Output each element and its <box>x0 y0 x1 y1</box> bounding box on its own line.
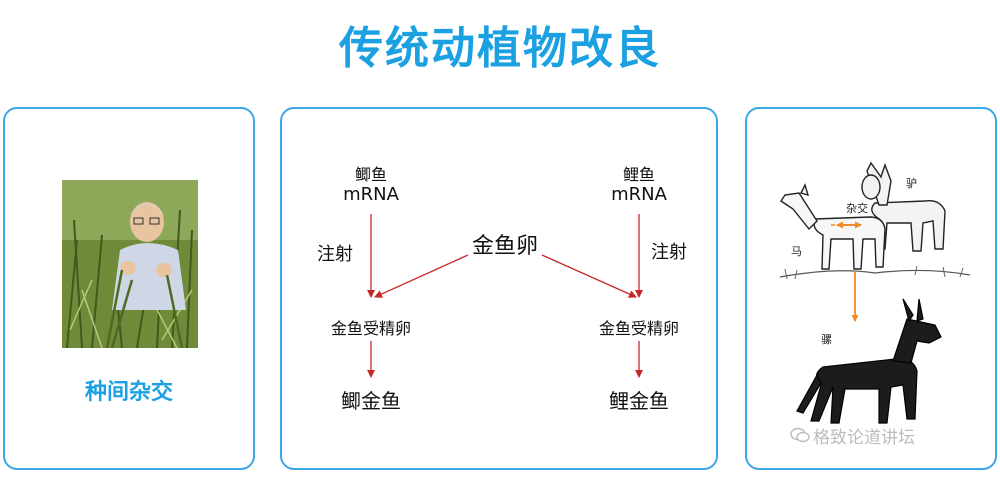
flow-arrows <box>367 214 643 378</box>
watermark-text: 格致论道讲坛 <box>813 428 915 448</box>
panel-interspecific-hybrid: 种间杂交 <box>3 107 255 470</box>
source-carp-mrna: mRNA <box>611 184 667 205</box>
label-mule: 骡 <box>821 333 832 346</box>
result-crucian-goldfish: 鲫金鱼 <box>341 389 401 413</box>
goldfish-egg-label: 金鱼卵 <box>471 234 538 259</box>
arrow-egg-to-left <box>374 254 469 298</box>
panel-horse-donkey-mule: 驴 马 杂交 骡 <box>745 107 997 470</box>
fertilized-egg-right: 金鱼受精卵 <box>598 319 679 338</box>
source-crucian-mrna: mRNA <box>343 184 399 205</box>
watermark: 格致论道讲坛 <box>790 423 915 448</box>
source-crucian-label: 鲫鱼 <box>354 165 387 184</box>
inject-right-label: 注射 <box>651 242 687 263</box>
mule-figure <box>796 298 942 424</box>
arrow-egg-to-right <box>541 254 637 298</box>
wechat-icon <box>790 427 810 447</box>
source-carp-label: 鲤鱼 <box>622 165 655 184</box>
label-horse: 马 <box>791 245 802 258</box>
page-title: 传统动植物改良 <box>339 23 661 74</box>
donkey-figure <box>861 161 946 252</box>
label-cross: 杂交 <box>846 202 868 215</box>
label-donkey: 驴 <box>906 177 917 190</box>
result-carp-goldfish: 鲤金鱼 <box>609 389 669 413</box>
horse-donkey-mule-illustration <box>779 161 971 424</box>
inject-left-label: 注射 <box>317 244 353 265</box>
fertilized-egg-left: 金鱼受精卵 <box>330 319 411 338</box>
horse-figure <box>780 183 886 270</box>
scientist-field-photo <box>62 180 198 348</box>
panel-fish-mrna-diagram: 鲫鱼 mRNA 鲤鱼 mRNA 金鱼卵 注射 注射 金鱼受精卵 金鱼受精卵 鲫金… <box>280 107 718 470</box>
caption-interspecific-hybrid: 种间杂交 <box>84 380 173 405</box>
